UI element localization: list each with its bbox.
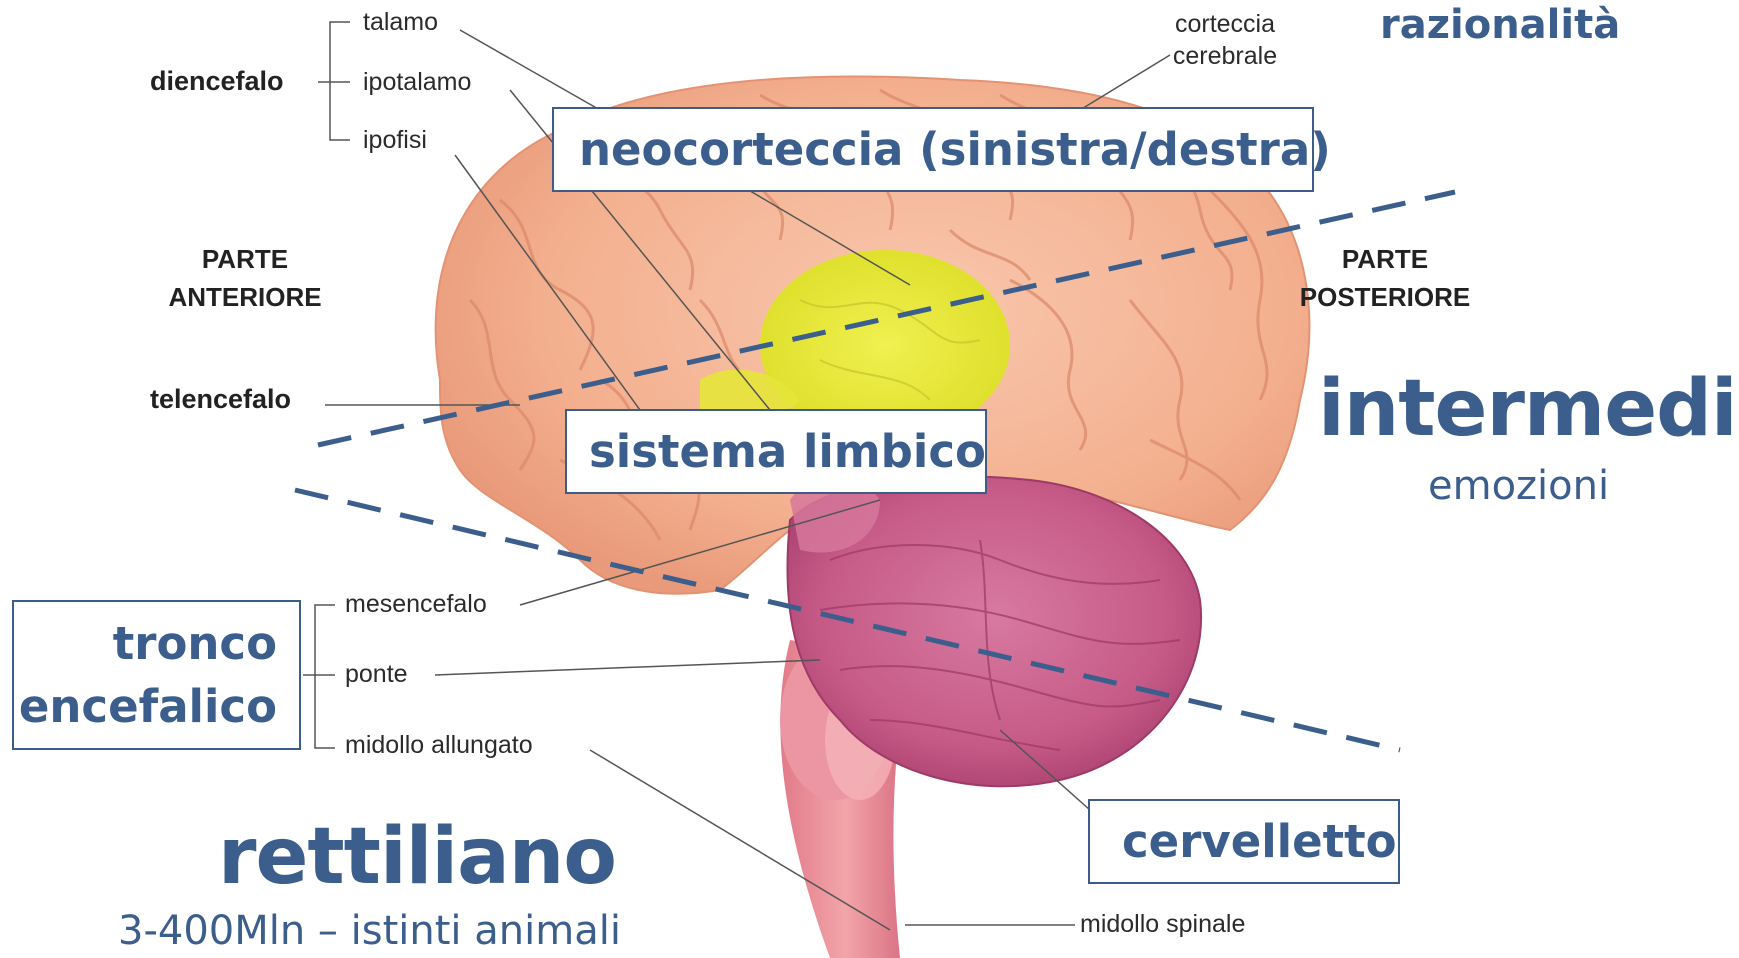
label-talamo: talamo [363, 10, 438, 35]
label-parte-posteriore-line1: PARTE [1290, 240, 1480, 278]
label-ipotalamo: ipotalamo [363, 70, 471, 95]
label-midollo-allungato: midollo allungato [345, 733, 533, 758]
label-corteccia-line2: cerebrale [1160, 40, 1290, 72]
bracket-tronco [303, 605, 335, 748]
level-emozioni: emozioni [1428, 463, 1609, 509]
label-diencefalo: diencefalo [150, 68, 284, 95]
box-neocorteccia: neocorteccia (sinistra/destra) [552, 107, 1314, 192]
box-cervelletto: cervelletto [1088, 799, 1400, 884]
bracket-diencefalo [318, 22, 350, 140]
label-midollo-spinale: midollo spinale [1080, 912, 1245, 937]
level-intermedio: intermedio [1318, 364, 1739, 454]
label-parte-anteriore: PARTE ANTERIORE [155, 240, 335, 316]
label-ponte: ponte [345, 662, 408, 687]
box-tronco-encefalico: tronco encefalico [12, 600, 301, 750]
label-parte-anteriore-line2: ANTERIORE [155, 278, 335, 316]
label-corteccia-cerebrale: corteccia cerebrale [1160, 8, 1290, 72]
label-parte-posteriore-line2: POSTERIORE [1290, 278, 1480, 316]
box-tronco-line1: tronco [14, 612, 277, 675]
box-tronco-line2: encefalico [14, 675, 277, 738]
label-parte-anteriore-line1: PARTE [155, 240, 335, 278]
box-sistema-limbico: sistema limbico [565, 409, 987, 494]
level-rettiliano-sub: 3-400Mln – istinti animali [118, 908, 621, 954]
level-razionalita: razionalità [1380, 2, 1620, 48]
label-ipofisi: ipofisi [363, 128, 427, 153]
label-mesencefalo: mesencefalo [345, 592, 487, 617]
label-parte-posteriore: PARTE POSTERIORE [1290, 240, 1480, 316]
label-telencefalo: telencefalo [150, 386, 291, 413]
label-corteccia-line1: corteccia [1160, 8, 1290, 40]
level-rettiliano: rettiliano [218, 812, 616, 902]
